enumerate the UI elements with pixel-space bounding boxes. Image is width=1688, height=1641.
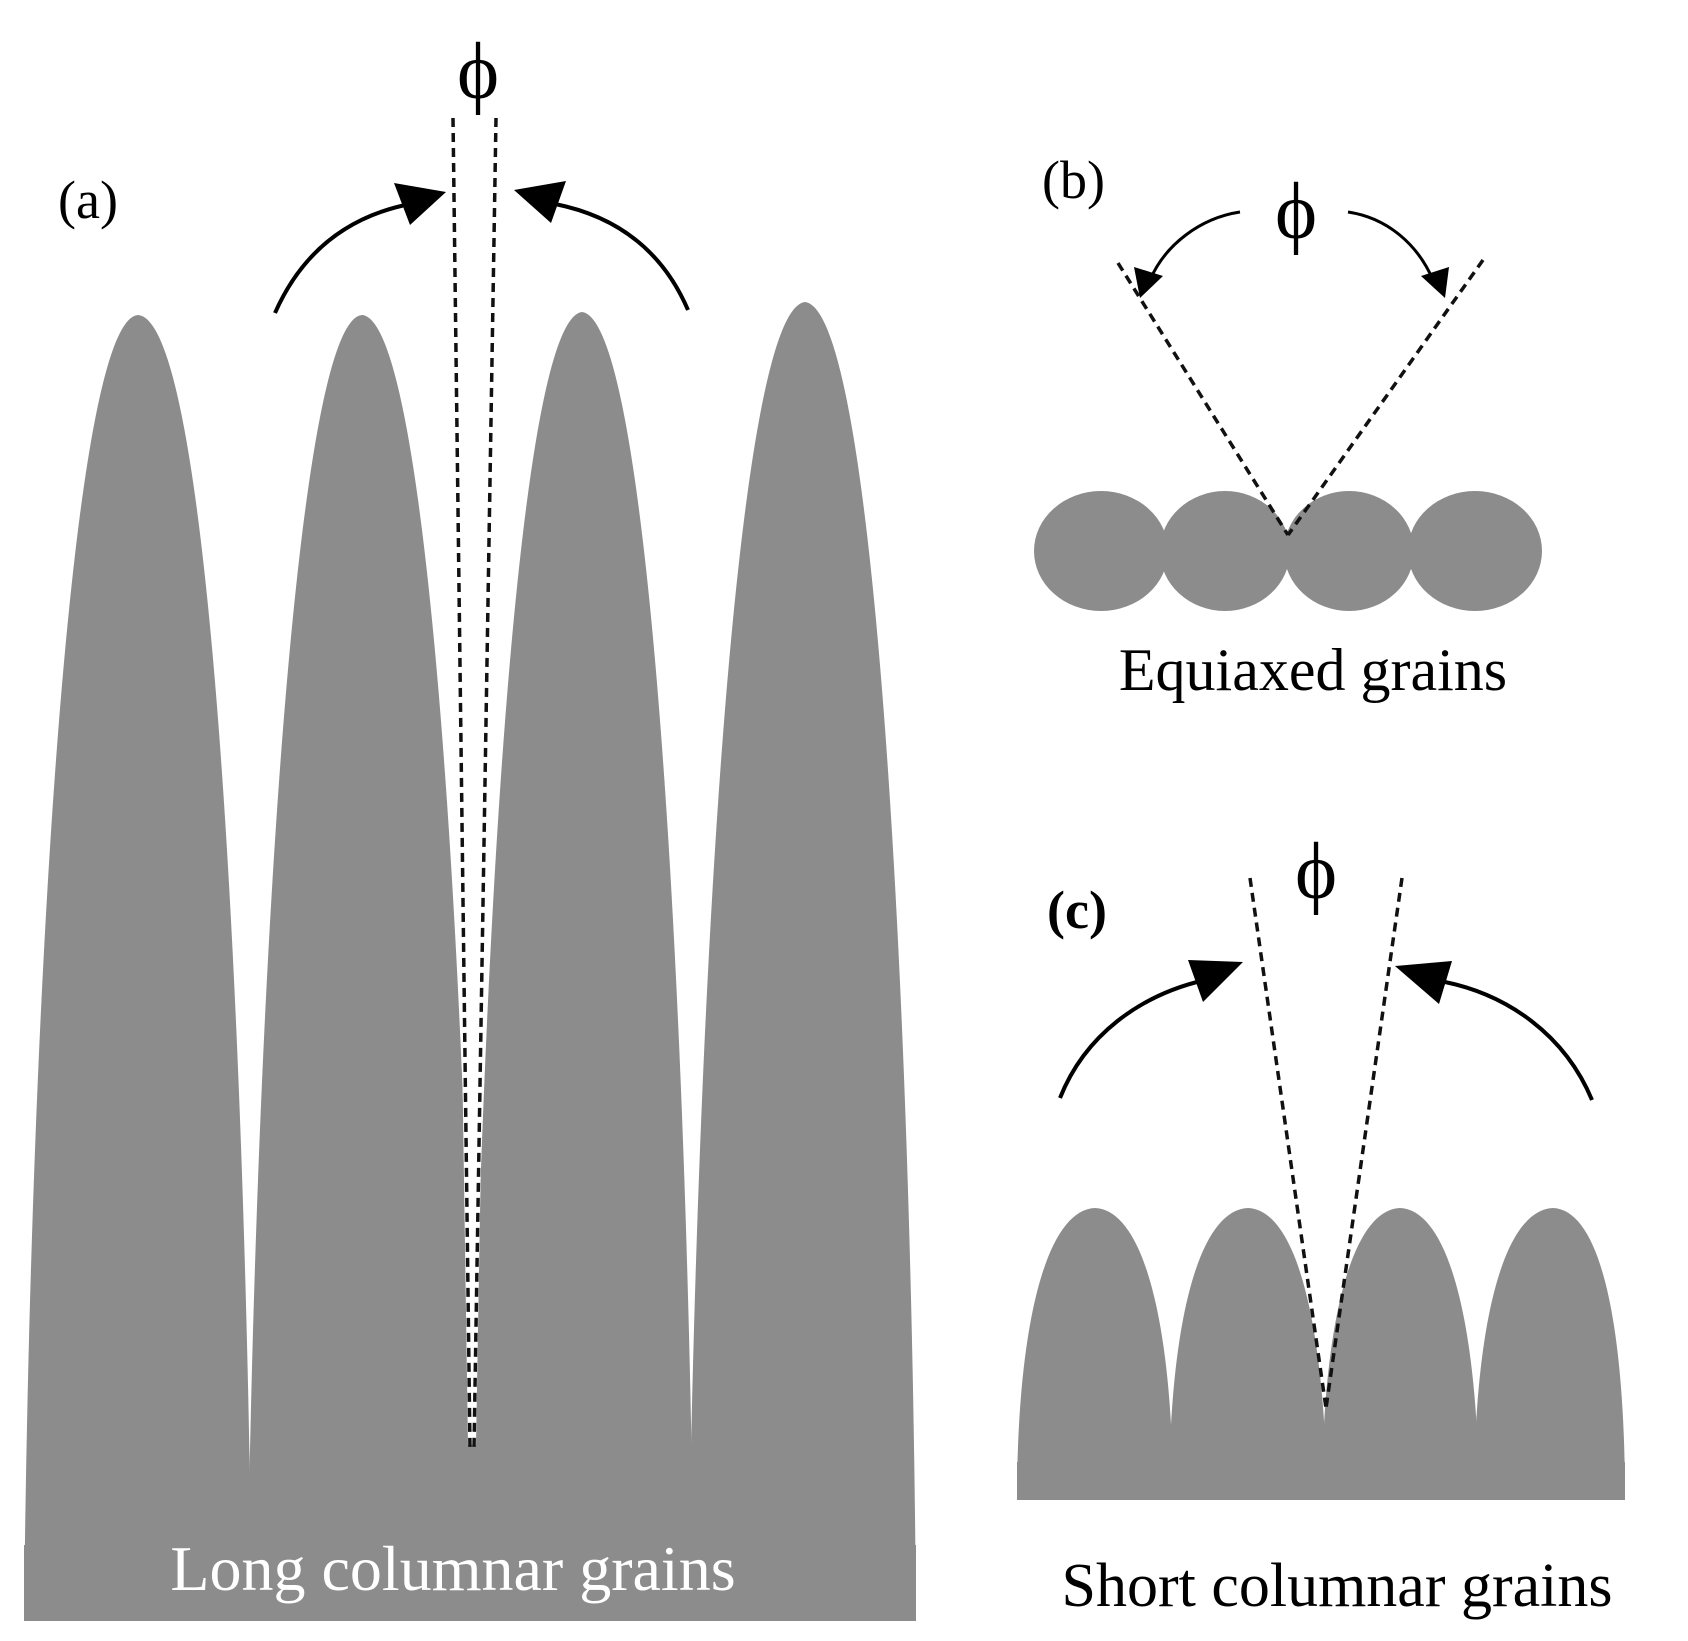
panel-b-grain-3 (1284, 491, 1414, 611)
panel-c-grain-3 (1322, 1208, 1479, 1500)
panel-c-arrow-right (1444, 980, 1594, 1101)
panel-c-grain-2 (1169, 1208, 1327, 1500)
panel-a-arrow-right (554, 202, 690, 311)
panel-b-arrow-left (1148, 210, 1241, 281)
panel-a-grain-2 (247, 315, 476, 1621)
panel-a-arrow-left (273, 202, 411, 314)
panel-c-grain-4 (1474, 1208, 1625, 1500)
panel-c-arrowhead-left (1188, 960, 1243, 1002)
panel-a-angle-symbol: ϕ (457, 28, 499, 116)
panel-b-guide-left (1116, 262, 1290, 536)
panel-a-guide-left (451, 117, 472, 1449)
panel-b-angle-symbol: ϕ (1275, 168, 1317, 256)
panel-c-arrowhead-right (1395, 961, 1452, 1004)
panel-c: (c) ϕ Short columnar grains (1017, 828, 1625, 1620)
panel-a-arrowhead-right (514, 181, 566, 223)
panel-b-label: (b) (1042, 150, 1105, 210)
panel-a-guide-right (472, 117, 498, 1449)
panel-b-grain-4 (1408, 491, 1542, 611)
panel-a-label: (a) (58, 170, 118, 230)
panel-b-arrow-right (1347, 210, 1435, 281)
panel-a-arrowhead-left (394, 183, 446, 225)
panel-a: (a) ϕ Long columnar grains (24, 28, 916, 1621)
panel-b-arrowhead-left (1134, 267, 1163, 298)
panel-a-grain-4 (688, 302, 916, 1621)
panel-b-grain-2 (1160, 491, 1290, 611)
panel-b-guide-right (1286, 258, 1485, 537)
panel-c-caption: Short columnar grains (1061, 1552, 1612, 1620)
panel-b-caption: Equiaxed grains (1119, 637, 1507, 703)
panel-a-caption: Long columnar grains (170, 1533, 735, 1604)
panel-b-arrowhead-right (1421, 267, 1449, 298)
panel-c-angle-symbol: ϕ (1295, 828, 1337, 916)
panel-a-grain-3 (470, 312, 694, 1621)
panel-c-label: (c) (1047, 880, 1107, 940)
panel-a-grain-1 (24, 315, 252, 1621)
panel-c-grain-1 (1017, 1208, 1173, 1500)
panel-b-grain-1 (1034, 491, 1168, 611)
panel-c-arrow-left (1058, 978, 1206, 1099)
panel-b: (b) ϕ Equiaxed grains (1034, 150, 1542, 703)
